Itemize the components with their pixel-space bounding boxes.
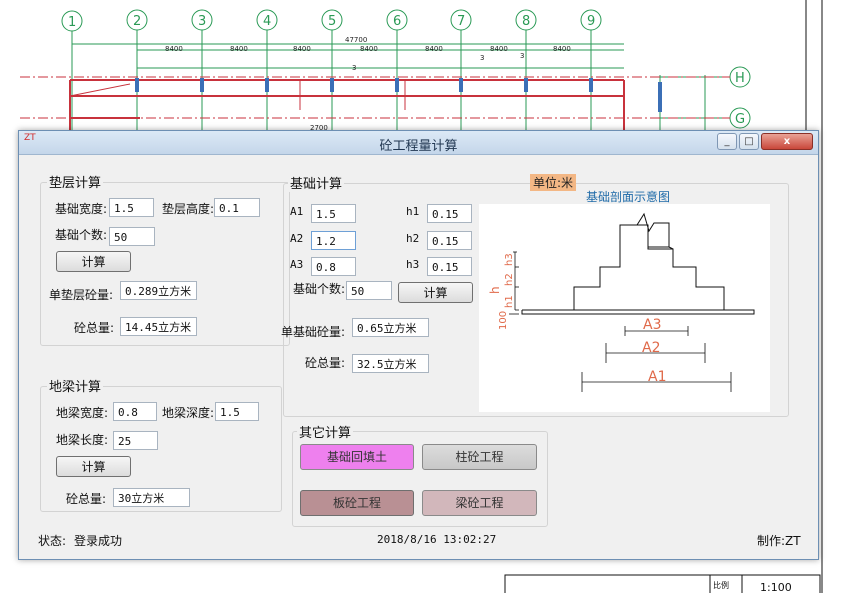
- cushion-single-output[interactable]: 0.289立方米: [120, 281, 197, 300]
- svg-text:8400: 8400: [360, 45, 378, 53]
- a1-label: A1: [290, 205, 304, 218]
- cushion-count-input[interactable]: 50: [109, 227, 155, 246]
- foundation-single-output[interactable]: 0.65立方米: [352, 318, 429, 337]
- maximize-button[interactable]: □: [739, 133, 759, 150]
- groundbeam-length-label: 地梁长度:: [56, 433, 109, 447]
- h1-input[interactable]: 0.15: [427, 204, 472, 223]
- svg-text:8400: 8400: [553, 45, 571, 53]
- svg-text:3: 3: [352, 64, 356, 72]
- cushion-width-label: 基础宽度:: [55, 202, 108, 216]
- status-datetime: 2018/8/16 13:02:27: [377, 533, 497, 546]
- groundbeam-depth-label: 地梁深度:: [162, 406, 215, 420]
- cushion-calc-button[interactable]: 计算: [56, 251, 131, 272]
- grid-marker-8: 8: [522, 14, 530, 29]
- groundbeam-total-label: 砼总量:: [66, 492, 107, 506]
- svg-text:3: 3: [520, 52, 524, 60]
- svg-text:8400: 8400: [425, 45, 443, 53]
- app-icon: ZT: [24, 133, 36, 143]
- a3-label: A3: [290, 258, 304, 271]
- svg-text:2700: 2700: [310, 124, 328, 132]
- cushion-height-label: 垫层高度:: [162, 202, 215, 216]
- grid-marker-9: 9: [587, 14, 595, 29]
- slab-concrete-button[interactable]: 板砼工程: [300, 490, 414, 516]
- groundbeam-group: [40, 386, 282, 512]
- cushion-group: [40, 182, 290, 346]
- foundation-count-label: 基础个数:: [293, 282, 346, 296]
- dim-h-label: h: [488, 286, 502, 294]
- cushion-height-input[interactable]: 0.1: [214, 198, 260, 217]
- title-bar[interactable]: ZT 砼工程量计算 _ □ x: [19, 131, 818, 155]
- cushion-count-label: 基础个数:: [55, 228, 108, 242]
- h2-input[interactable]: 0.15: [427, 231, 472, 250]
- grid-marker-4: 4: [263, 14, 271, 29]
- h3-input[interactable]: 0.15: [427, 257, 472, 276]
- foundation-total-output[interactable]: 32.5立方米: [352, 354, 429, 373]
- foundation-section-diagram: A3 A2 A1 h h1 h2 h3 100: [479, 204, 770, 412]
- groundbeam-total-output[interactable]: 30立方米: [113, 488, 190, 507]
- foundation-single-label: 单基础砼量:: [281, 325, 346, 339]
- grid-marker-3: 3: [198, 14, 206, 29]
- backfill-button[interactable]: 基础回填土: [300, 444, 414, 470]
- dim-a2-label: A2: [642, 340, 660, 356]
- dim-a3-label: A3: [643, 317, 661, 333]
- window-title: 砼工程量计算: [379, 139, 458, 154]
- unit-badge: 单位:米: [530, 174, 577, 191]
- foundation-count-input[interactable]: 50: [346, 281, 392, 300]
- svg-text:47700: 47700: [345, 36, 367, 44]
- groundbeam-length-input[interactable]: 25: [113, 431, 158, 450]
- svg-text:8400: 8400: [230, 45, 248, 53]
- groundbeam-width-label: 地梁宽度:: [56, 406, 109, 420]
- h1-label: h1: [406, 205, 420, 218]
- scale-value: 1:100: [760, 581, 792, 593]
- cushion-single-label: 单垫层砼量:: [49, 288, 114, 302]
- svg-text:3: 3: [480, 54, 484, 62]
- scale-label: 比例: [713, 580, 729, 590]
- minimize-button[interactable]: _: [717, 133, 737, 150]
- grid-marker-g: G: [735, 112, 745, 127]
- cushion-total-label: 砼总量:: [74, 321, 115, 335]
- cushion-width-input[interactable]: 1.5: [109, 198, 154, 217]
- foundation-group-title: 基础计算: [288, 173, 345, 192]
- h3-label: h3: [406, 258, 420, 271]
- status-author: 制作:ZT: [757, 534, 801, 548]
- grid-marker-7: 7: [457, 14, 465, 29]
- svg-text:8400: 8400: [490, 45, 508, 53]
- dim-gap-label: 100: [498, 311, 509, 330]
- dim-h1-label: h1: [504, 295, 515, 308]
- diagram-title: 基础剖面示意图: [586, 190, 671, 204]
- dim-h3-label: h3: [504, 253, 515, 266]
- svg-text:8400: 8400: [165, 45, 183, 53]
- concrete-calc-window: ZT 砼工程量计算 _ □ x 垫层计算 基础宽度: 1.5 垫层高度: 0.1…: [18, 130, 819, 560]
- grid-marker-6: 6: [393, 14, 401, 29]
- status-value: 登录成功: [74, 534, 123, 548]
- groundbeam-calc-button[interactable]: 计算: [56, 456, 131, 477]
- beam-concrete-button[interactable]: 梁砼工程: [422, 490, 537, 516]
- other-group: [292, 431, 548, 527]
- a2-label: A2: [290, 232, 304, 245]
- groundbeam-depth-input[interactable]: 1.5: [215, 402, 259, 421]
- column-concrete-button[interactable]: 柱砼工程: [422, 444, 537, 470]
- h2-label: h2: [406, 232, 420, 245]
- a1-input[interactable]: 1.5: [311, 204, 356, 223]
- foundation-total-label: 砼总量:: [305, 356, 346, 370]
- grid-marker-1: 1: [68, 15, 76, 30]
- foundation-calc-button[interactable]: 计算: [398, 282, 473, 303]
- groundbeam-group-title: 地梁计算: [47, 376, 104, 395]
- a3-input[interactable]: 0.8: [311, 257, 356, 276]
- dim-a1-label: A1: [648, 369, 666, 385]
- status-label: 状态:: [38, 534, 67, 548]
- other-group-title: 其它计算: [297, 422, 354, 441]
- cushion-total-output[interactable]: 14.45立方米: [120, 317, 197, 336]
- cushion-group-title: 垫层计算: [47, 172, 104, 191]
- groundbeam-width-input[interactable]: 0.8: [113, 402, 157, 421]
- grid-marker-5: 5: [328, 14, 336, 29]
- dim-h2-label: h2: [504, 273, 515, 286]
- a2-input[interactable]: 1.2: [311, 231, 356, 250]
- svg-text:8400: 8400: [293, 45, 311, 53]
- grid-marker-2: 2: [133, 14, 141, 29]
- grid-marker-h: H: [735, 71, 745, 86]
- close-button[interactable]: x: [761, 133, 813, 150]
